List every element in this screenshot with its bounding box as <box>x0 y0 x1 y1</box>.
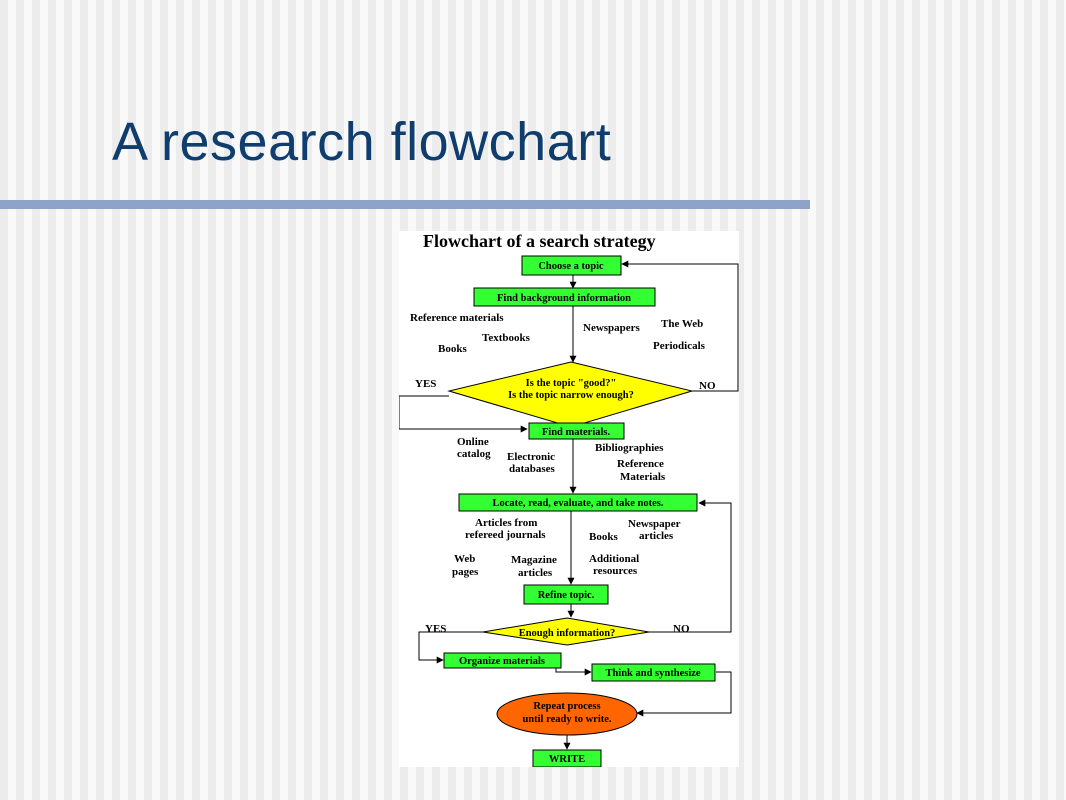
svg-text:Bibliographies: Bibliographies <box>595 442 664 454</box>
arrow-organize-to-synthesize <box>555 668 592 676</box>
flowchart-connectors <box>399 260 739 750</box>
svg-text:Locate, read, evaluate, and ta: Locate, read, evaluate, and take notes. <box>493 498 664 509</box>
svg-text:Additional: Additional <box>589 553 639 565</box>
label-yes-1: YES <box>415 378 436 390</box>
svg-text:Online: Online <box>457 436 489 448</box>
annotation-books: Books <box>438 343 467 355</box>
annotation-reference-materials: Reference materials <box>410 312 504 324</box>
svg-text:Articles from: Articles from <box>475 517 537 529</box>
slide-title: A research flowchart <box>112 112 612 172</box>
annotation-textbooks: Textbooks <box>482 332 531 344</box>
label-no-2: NO <box>673 623 690 635</box>
node-refine-topic: Refine topic. <box>523 584 609 605</box>
flowchart-title: Flowchart of a search strategy <box>423 231 656 251</box>
svg-text:Magazine: Magazine <box>511 554 557 566</box>
svg-text:Repeat process: Repeat process <box>533 701 600 712</box>
node-repeat-process: Repeat process until ready to write. <box>496 692 638 736</box>
annotation-periodicals: Periodicals <box>653 340 706 352</box>
node-locate-read: Locate, read, evaluate, and take notes. <box>458 493 698 512</box>
svg-text:Choose a topic: Choose a topic <box>538 261 604 272</box>
svg-text:articles: articles <box>639 530 674 542</box>
annotations-materials-sources: Online catalog Electronic databases Bibl… <box>457 436 666 483</box>
node-decision-topic-good: Is the topic "good?" Is the topic narrow… <box>447 361 694 428</box>
svg-text:resources: resources <box>593 565 638 577</box>
node-find-background: Find background information <box>473 287 656 307</box>
label-yes-2: YES <box>425 623 446 635</box>
label-no-1: NO <box>699 380 716 392</box>
svg-text:Find background information: Find background information <box>497 293 631 304</box>
flowchart-figure: Flowchart of a search strategy Choose a … <box>399 231 739 767</box>
svg-text:Is the topic narrow enough?: Is the topic narrow enough? <box>508 390 634 401</box>
svg-text:Newspaper: Newspaper <box>628 518 681 530</box>
title-underline <box>0 200 810 209</box>
svg-text:Think and synthesize: Think and synthesize <box>605 668 700 679</box>
flowchart-svg: Flowchart of a search strategy Choose a … <box>399 231 739 767</box>
svg-text:databases: databases <box>509 463 556 475</box>
node-decision-enough-info: Enough information? <box>482 617 650 646</box>
svg-text:refereed journals: refereed journals <box>465 529 546 541</box>
arrow-no2-loop <box>649 499 732 633</box>
svg-text:Organize materials: Organize materials <box>459 656 545 667</box>
svg-text:Materials: Materials <box>620 471 666 483</box>
svg-text:articles: articles <box>518 567 553 579</box>
arrow-yes2-to-organize <box>418 631 483 664</box>
svg-text:Is the topic "good?": Is the topic "good?" <box>526 378 617 389</box>
annotations-background-sources: Reference materials Textbooks Books News… <box>410 312 706 355</box>
svg-text:Web: Web <box>454 553 475 565</box>
annotation-the-web: The Web <box>661 318 703 330</box>
node-choose-topic: Choose a topic <box>521 255 622 276</box>
svg-text:Refine topic.: Refine topic. <box>538 590 595 601</box>
svg-text:Reference: Reference <box>617 458 664 470</box>
svg-text:Enough information?: Enough information? <box>519 628 616 639</box>
node-write: WRITE <box>532 749 602 767</box>
svg-text:until ready to write.: until ready to write. <box>522 714 611 725</box>
node-find-materials: Find materials. <box>528 422 625 440</box>
annotation-newspapers: Newspapers <box>583 322 641 334</box>
arrow-synthesize-to-repeat <box>636 671 732 717</box>
svg-text:WRITE: WRITE <box>549 754 585 765</box>
svg-text:Electronic: Electronic <box>507 451 555 463</box>
svg-text:Find materials.: Find materials. <box>542 427 611 438</box>
node-think-synthesize: Think and synthesize <box>591 663 716 682</box>
node-organize-materials: Organize materials <box>443 652 562 669</box>
svg-text:Books: Books <box>589 531 618 543</box>
arrow-yes1-to-materials <box>399 395 528 433</box>
svg-text:pages: pages <box>452 566 479 578</box>
arrow-no1-loop <box>621 260 739 392</box>
annotations-reading-sources: Articles from refereed journals Books Ne… <box>452 517 681 579</box>
svg-text:catalog: catalog <box>457 448 491 460</box>
